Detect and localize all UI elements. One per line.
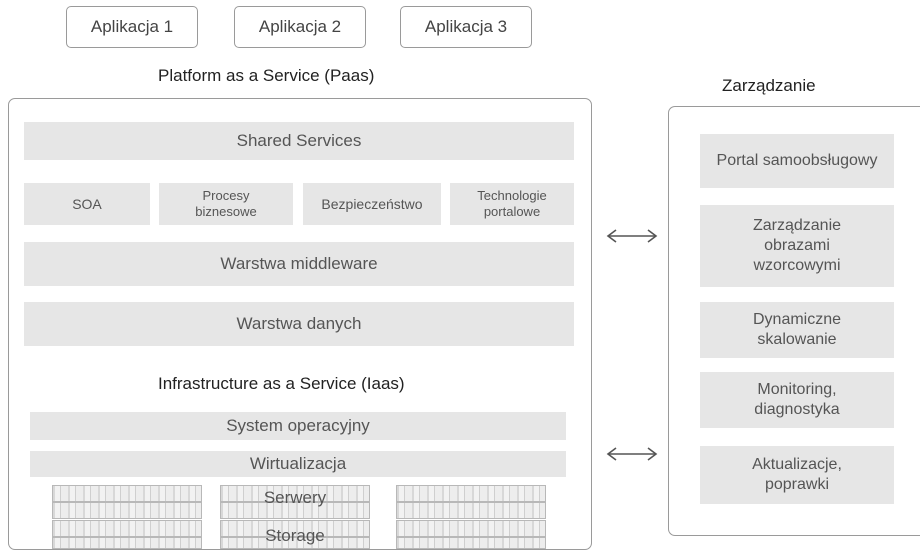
mgmt-monitoring: Monitoring, diagnostyka bbox=[700, 372, 894, 428]
service-soa: SOA bbox=[24, 183, 150, 225]
app-label: Aplikacja 3 bbox=[424, 17, 508, 36]
storage-rack-icon bbox=[220, 520, 370, 537]
service-security: Bezpieczeństwo bbox=[303, 183, 441, 225]
shared-services-band: Shared Services bbox=[24, 122, 574, 160]
app-label: Aplikacja 2 bbox=[258, 17, 342, 36]
data-layer-band: Warstwa danych bbox=[24, 302, 574, 346]
app-box-1: Aplikacja 1 bbox=[66, 6, 198, 48]
storage-rack-icon bbox=[396, 520, 546, 537]
mgmt-self-service-portal: Portal samoobsługowy bbox=[700, 134, 894, 188]
app-box-3: Aplikacja 3 bbox=[400, 6, 532, 48]
server-rack-icon bbox=[220, 502, 370, 519]
iaas-title: Infrastructure as a Service (Iaas) bbox=[158, 374, 405, 393]
storage-rack-icon bbox=[220, 537, 370, 549]
app-label: Aplikacja 1 bbox=[90, 17, 174, 36]
management-title: Zarządzanie bbox=[722, 76, 816, 95]
server-rack-icon bbox=[52, 485, 202, 502]
storage-rack-icon bbox=[52, 537, 202, 549]
servers-label: Serwery bbox=[263, 488, 327, 507]
server-rack-icon bbox=[220, 485, 370, 502]
server-rack-icon bbox=[52, 502, 202, 519]
mgmt-image-management: Zarządzanie obrazami wzorcowymi bbox=[700, 205, 894, 287]
mgmt-updates: Aktualizacje, poprawki bbox=[700, 446, 894, 504]
storage-rack-icon bbox=[396, 537, 546, 549]
double-arrow-icon bbox=[606, 229, 658, 243]
paas-title: Platform as a Service (Paas) bbox=[158, 66, 375, 85]
double-arrow-icon bbox=[606, 447, 658, 461]
os-band: System operacyjny bbox=[30, 412, 566, 440]
service-portal-tech: Technologie portalowe bbox=[450, 183, 574, 225]
mgmt-dynamic-scaling: Dynamiczne skalowanie bbox=[700, 302, 894, 358]
middleware-band: Warstwa middleware bbox=[24, 242, 574, 286]
app-box-2: Aplikacja 2 bbox=[234, 6, 366, 48]
server-rack-icon bbox=[396, 502, 546, 519]
storage-rack-icon bbox=[52, 520, 202, 537]
service-business-processes: Procesy biznesowe bbox=[159, 183, 293, 225]
server-rack-icon bbox=[396, 485, 546, 502]
virtualization-band: Wirtualizacja bbox=[30, 451, 566, 477]
storage-label: Storage bbox=[265, 526, 325, 545]
